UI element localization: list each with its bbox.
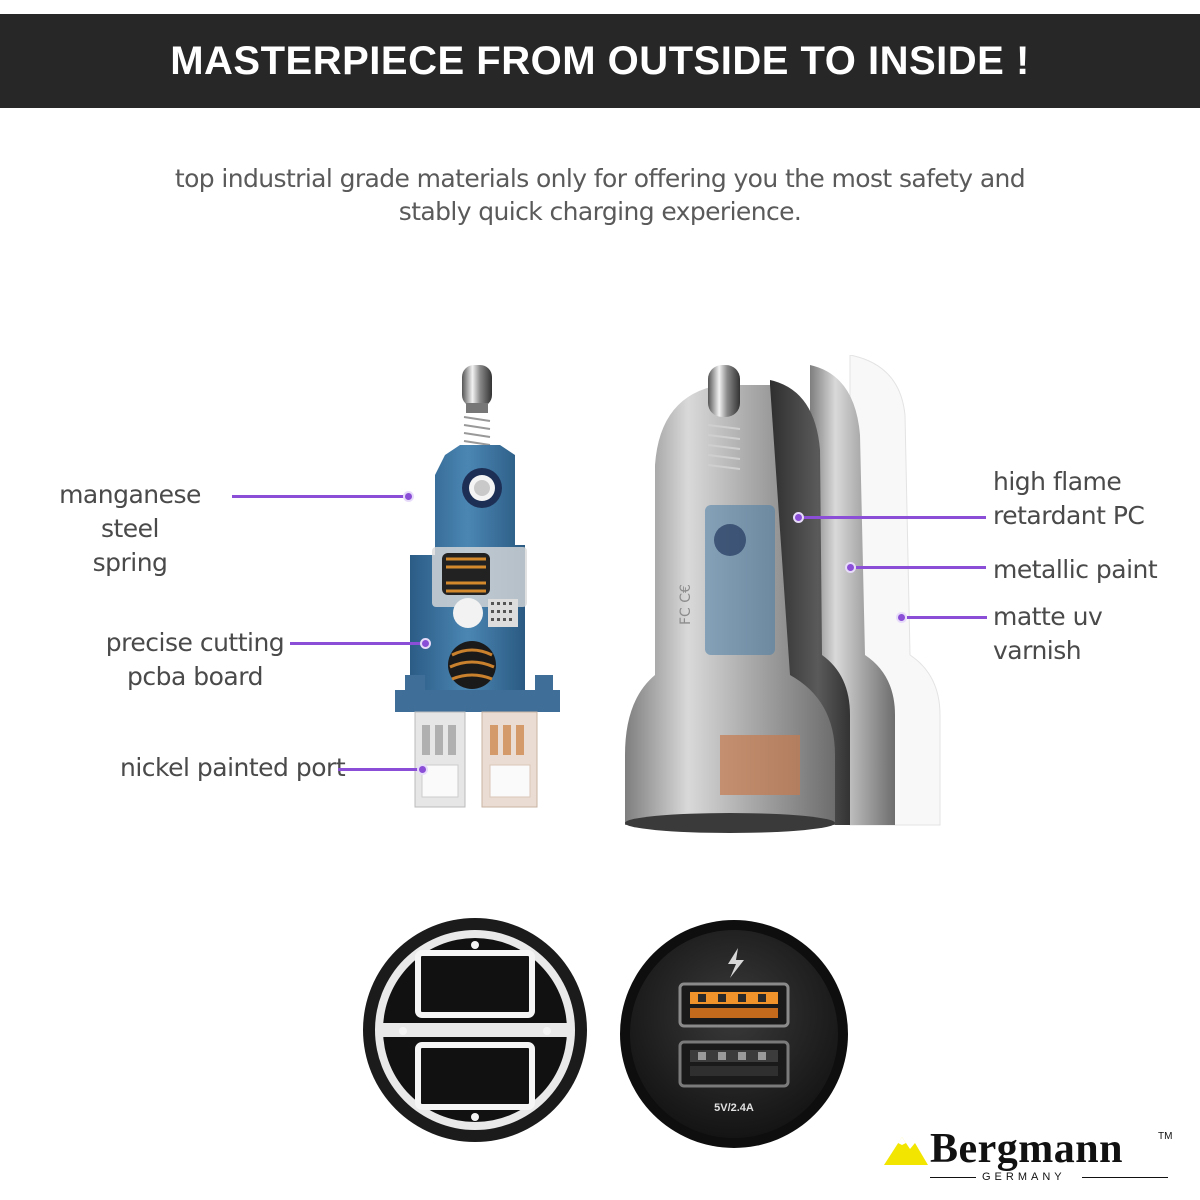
callout-pc-line (804, 516, 986, 519)
usb-port-icon (678, 1040, 790, 1088)
charger-face-illustration (620, 920, 848, 1148)
callout-port-dot (417, 764, 428, 775)
brand-logo: Bergmann TM GERMANY (882, 1125, 1172, 1185)
lightning-icon (728, 948, 744, 978)
callout-port-line (338, 768, 418, 771)
brand-name: Bergmann (930, 1126, 1123, 1172)
mountain-logo-icon (884, 1137, 928, 1165)
callout-port: nickel painted port (120, 753, 346, 782)
brand-sub: GERMANY (982, 1171, 1066, 1183)
callout-pcba-dot (420, 638, 431, 649)
callout-varnish-line (907, 616, 987, 619)
callout-spring-dot (403, 491, 414, 502)
charger-shell-illustration: FC C€ (625, 355, 941, 833)
intro-text: top industrial grade materials only for … (174, 164, 1026, 226)
callout-paint-dot (845, 562, 856, 573)
callout-paint: metallic paint (993, 555, 1158, 584)
callout-pc-dot (793, 512, 804, 523)
charger-face: 5V/2.4A (618, 918, 850, 1150)
callout-spring: manganese steel spring (59, 480, 201, 577)
usb-port-icon (678, 982, 790, 1028)
certification-mark-icons: FC C€ (678, 584, 694, 625)
callout-varnish-dot (896, 612, 907, 623)
brand-sub-line-left (930, 1177, 976, 1178)
port-rating-label: 5V/2.4A (714, 1102, 754, 1114)
callout-pc: high flame retardant PC (993, 467, 1145, 530)
brand-sub-line-right (1082, 1177, 1168, 1178)
page-title: MASTERPIECE FROM OUTSIDE TO INSIDE ! (170, 38, 1030, 83)
callout-varnish: matte uv varnish (993, 602, 1103, 665)
inner-frame-illustration (363, 918, 587, 1142)
callout-pcba-line (290, 642, 420, 645)
header-banner: MASTERPIECE FROM OUTSIDE TO INSIDE ! (0, 14, 1200, 108)
brand-tm: TM (1158, 1131, 1173, 1142)
callout-spring-line (232, 495, 404, 498)
callout-paint-line (856, 566, 986, 569)
pcba-internals-illustration (395, 365, 560, 808)
callout-pcba: precise cutting pcba board (105, 628, 285, 691)
